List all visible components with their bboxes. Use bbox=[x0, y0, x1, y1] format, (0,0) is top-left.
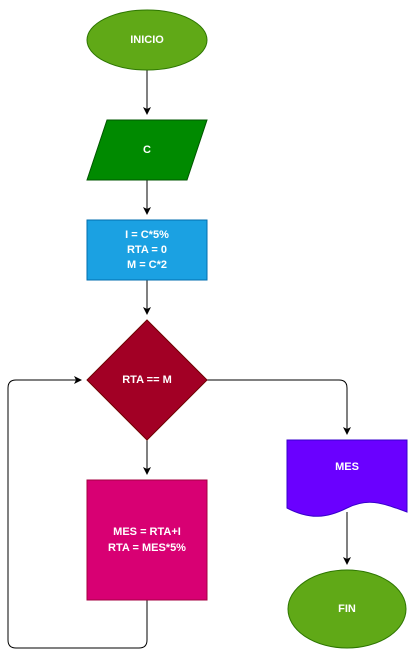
end-label: FIN bbox=[338, 603, 356, 615]
end-node: FIN bbox=[287, 569, 407, 649]
input-node: C bbox=[86, 119, 208, 181]
process1-line-2: RTA = 0 bbox=[127, 244, 167, 256]
edge-loop-back-to-decision bbox=[7, 376, 148, 649]
process2-node: MES = RTA+I RTA = MES*5% bbox=[86, 479, 208, 601]
output-label: MES bbox=[335, 461, 359, 473]
start-node: INICIO bbox=[86, 9, 208, 71]
process1-rect bbox=[86, 219, 208, 281]
input-label: C bbox=[143, 144, 151, 156]
output-node: MES bbox=[286, 439, 408, 517]
decision-node: RTA == M bbox=[86, 319, 208, 441]
output-document-shape bbox=[286, 439, 408, 517]
edges bbox=[7, 69, 351, 649]
edge-decision-to-output bbox=[207, 379, 351, 435]
input-parallelogram bbox=[86, 119, 208, 181]
process2-line-2: RTA = MES*5% bbox=[108, 542, 186, 554]
process1-node: I = C*5% RTA = 0 M = C*2 bbox=[86, 219, 208, 281]
decision-label: RTA == M bbox=[122, 374, 172, 386]
decision-diamond bbox=[86, 319, 208, 441]
start-label: INICIO bbox=[130, 34, 164, 46]
process1-line-3: M = C*2 bbox=[127, 259, 167, 271]
process2-line-1: MES = RTA+I bbox=[113, 526, 181, 538]
start-ellipse bbox=[86, 9, 208, 71]
process2-rect bbox=[86, 479, 208, 601]
process1-line-1: I = C*5% bbox=[125, 229, 169, 241]
end-ellipse bbox=[287, 569, 407, 649]
